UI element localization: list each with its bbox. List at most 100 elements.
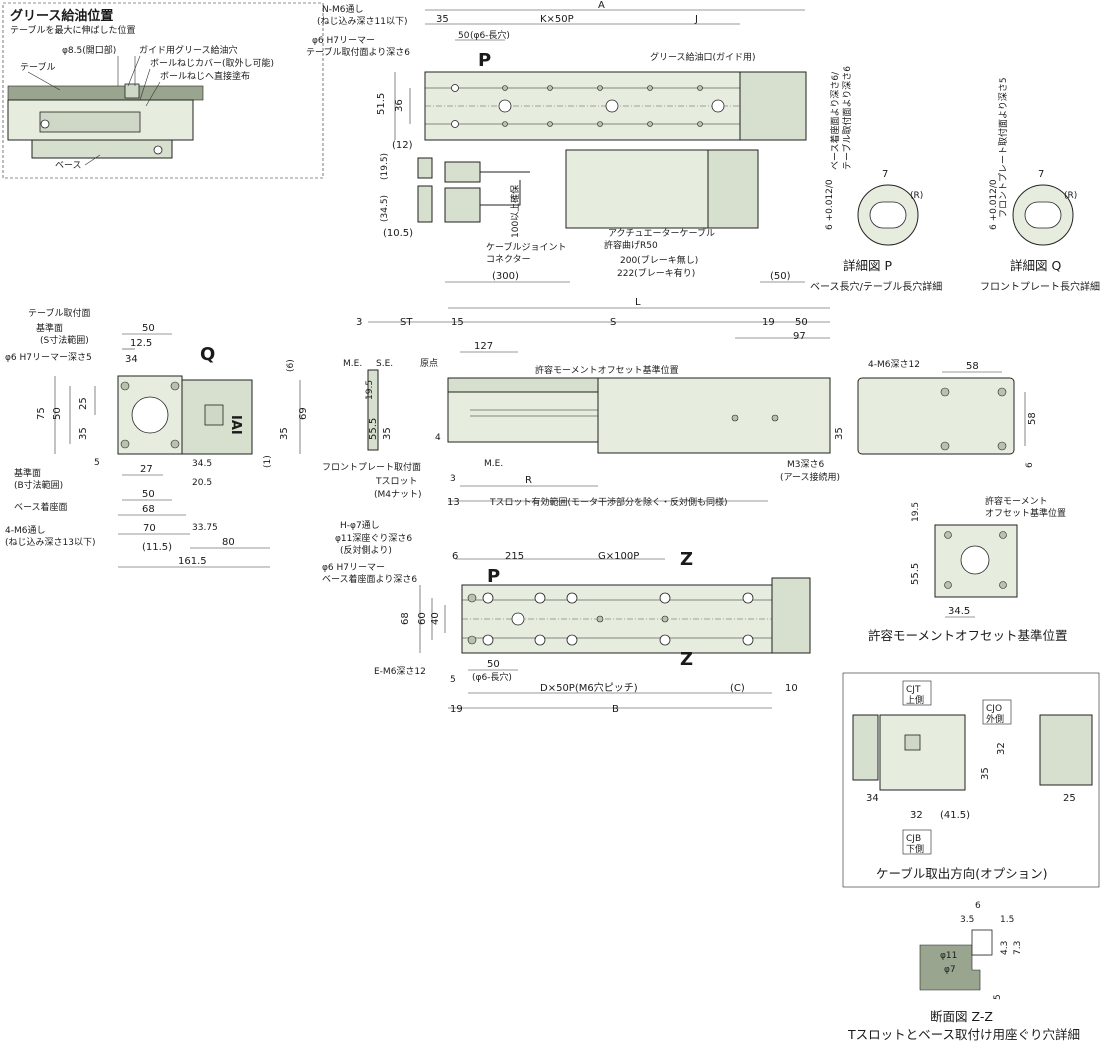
top-motor xyxy=(565,149,709,229)
side-view: 3 ST 15 L S 19 50 97 M.E. S.E. 原点 127 許容… xyxy=(322,297,845,508)
bottom-dim-10: 10 xyxy=(785,683,798,694)
side-dim-3b: 3 xyxy=(450,474,456,484)
end-dim-58v: 58 xyxy=(1027,412,1038,425)
top-dim-195: (19.5) xyxy=(380,153,390,180)
top-len-222: 222(ブレーキ有り) xyxy=(617,267,695,279)
bottom-dim-C: (C) xyxy=(730,683,745,694)
detail-q-caption: フロントプレート長穴詳細 xyxy=(980,280,1100,293)
side-m3: M3深さ6 xyxy=(787,459,824,470)
bottom-dim-Dx50P: D×50P(M6穴ピッチ) xyxy=(540,681,638,694)
side-dim-127: 127 xyxy=(474,341,493,352)
zz-dim-73: 7.3 xyxy=(1013,941,1023,955)
front-dim-345: 34.5 xyxy=(192,459,212,469)
zz-phi7: φ7 xyxy=(944,965,956,975)
grease-subtitle: テーブルを最大に伸ばした位置 xyxy=(10,24,135,36)
top-slot: (φ6-長穴) xyxy=(470,29,510,41)
moment-dim-555: 55.5 xyxy=(910,563,921,585)
moment-title: 許容モーメントオフセット基準位置 xyxy=(868,628,1068,643)
top-bend-radius: 許容曲げR50 xyxy=(604,239,658,251)
bottom-label-P: P xyxy=(487,566,500,587)
bottom-counterbore: φ11深座ぐり深さ6 xyxy=(335,532,412,544)
bottom-dim-215: 215 xyxy=(505,551,524,562)
bottom-opposite: (反対側より) xyxy=(340,544,392,556)
zz-caption: Tスロットとベース取付け用座ぐり穴詳細 xyxy=(847,1027,1080,1042)
top-dim-J: J xyxy=(694,14,698,25)
detail-p-caption: ベース長穴/テーブル長穴詳細 xyxy=(810,280,942,293)
front-dim-25: 25 xyxy=(78,397,89,410)
top-grease-inlet: グリース給油口(ガイド用) xyxy=(650,51,756,63)
front-dim-50v: 50 xyxy=(52,407,63,420)
detail-q-tol: 6 +0.012/0 xyxy=(989,179,999,230)
cable-cjt: CJT xyxy=(906,685,921,695)
grease-guide-hole: ガイド用グリース給油穴 xyxy=(139,44,238,56)
grease-ballscrew-apply: ボールねじへ直接塗布 xyxy=(160,70,250,82)
front-s-range: (S寸法範囲) xyxy=(40,334,89,346)
front-dim-27: 27 xyxy=(140,464,153,475)
side-tslot-range: Tスロット有効範囲(モータ干渉部分を除く・反対側も同様) xyxy=(489,496,728,508)
detail-q-r: (R) xyxy=(1064,191,1077,201)
top-connector: コネクター xyxy=(486,254,531,265)
zz-title: 断面図 Z-Z xyxy=(930,1009,993,1024)
front-dim-35r: 35 xyxy=(279,427,290,440)
grease-screw-hole xyxy=(40,119,50,129)
front-dim-35: 35 xyxy=(78,427,89,440)
side-tslot: Tスロット xyxy=(375,477,418,487)
side-origin: 原点 xyxy=(420,358,438,369)
side-dim-3: 3 xyxy=(356,317,362,328)
bottom-dim-40: 40 xyxy=(430,612,441,625)
cable-option-end xyxy=(879,714,966,791)
top-dim-300: (300) xyxy=(492,271,519,282)
front-center-hole xyxy=(131,396,169,434)
front-dim-125: 12.5 xyxy=(130,338,152,349)
grease-panel: グリース給油位置 テーブルを最大に伸ばした位置 φ8.5(開口部) ガイド用グリ… xyxy=(2,2,324,179)
side-dim-ST: ST xyxy=(400,317,413,328)
grease-phi85: φ8.5(開口部) xyxy=(62,44,116,56)
side-dim-35: 35 xyxy=(382,427,393,440)
grease-inlet xyxy=(124,83,140,99)
end-dim-6: 6 xyxy=(1025,462,1035,468)
zz-phi11: φ11 xyxy=(940,951,957,961)
bottom-label-Z-top: Z xyxy=(680,549,693,570)
front-dim-115: (11.5) xyxy=(142,542,172,553)
cable-cjb-side: 下側 xyxy=(906,843,924,855)
front-dim-50: 50 xyxy=(142,323,155,334)
detail-p-title: 詳細図 P xyxy=(843,258,892,273)
bottom-dim-50: 50 xyxy=(487,659,500,670)
detail-q-dim-7: 7 xyxy=(1038,169,1044,180)
front-m6-depth: (ねじ込み深さ13以下) xyxy=(5,537,95,548)
side-dim-4: 4 xyxy=(435,433,441,443)
front-dim-69: 69 xyxy=(298,407,309,420)
cable-cjo-side: 外側 xyxy=(986,713,1004,725)
side-dim-15: 15 xyxy=(451,317,464,328)
front-dim-34: 34 xyxy=(125,354,138,365)
grease-ballscrew-section xyxy=(39,111,141,133)
bottom-slot: (φ6-長穴) xyxy=(472,671,512,683)
bottom-dim-60: 60 xyxy=(417,612,428,625)
grease-base-hole xyxy=(153,145,163,155)
top-grease-hole xyxy=(605,99,619,113)
grease-base-section xyxy=(31,139,173,159)
zz-dim-43: 4.3 xyxy=(1000,941,1010,955)
front-b-range: (B寸法範囲) xyxy=(14,479,63,491)
cable-dim-25: 25 xyxy=(1063,793,1076,804)
bottom-reamer-hole xyxy=(511,612,525,626)
grease-ballscrew-cover: ボールねじカバー(取外し可能) xyxy=(150,57,274,69)
front-dim-1: (1) xyxy=(263,455,273,468)
detail-p-r: (R) xyxy=(910,191,923,201)
side-se: S.E. xyxy=(376,359,393,369)
front-dim-50b: 50 xyxy=(142,489,155,500)
side-me2: M.E. xyxy=(484,459,503,469)
top-actuator-cable: アクチュエーターケーブル xyxy=(608,227,715,239)
side-motor xyxy=(597,377,831,454)
front-dim-68: 68 xyxy=(142,504,155,515)
side-dim-50: 50 xyxy=(795,317,808,328)
top-dim-50r: (50) xyxy=(770,271,791,282)
side-actuator xyxy=(447,391,599,443)
front-label-Q: Q xyxy=(200,344,215,365)
front-datum: 基準面 xyxy=(36,322,63,334)
front-dim-6: (6) xyxy=(286,359,296,372)
moment-dim-195: 19.5 xyxy=(911,502,921,522)
cable-dim-32v: 32 xyxy=(996,742,1007,755)
side-earth: (アース接続用) xyxy=(780,471,840,483)
grease-table-section xyxy=(7,85,204,101)
